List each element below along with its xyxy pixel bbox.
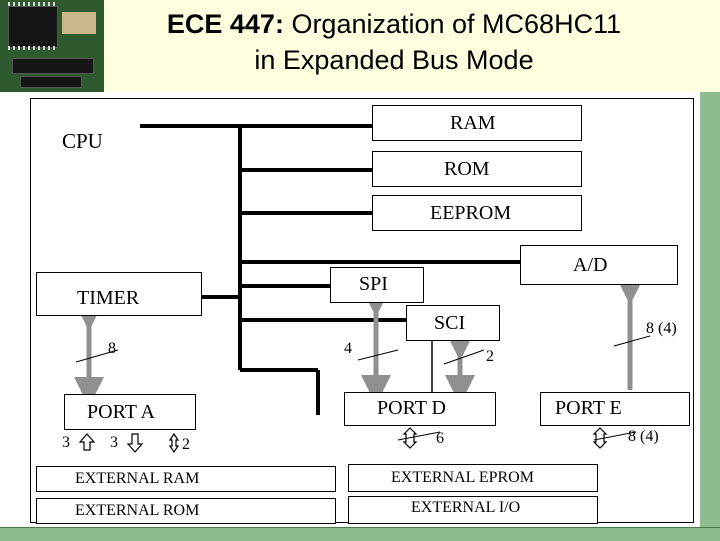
bus-width-tick <box>397 431 441 441</box>
bus-width-tick <box>357 349 399 361</box>
external-rom-label: EXTERNAL ROM <box>75 502 200 519</box>
port-a-output-width: 3 <box>110 434 118 451</box>
bus-width-tick <box>75 349 119 363</box>
title-line2: in Expanded Bus Mode <box>254 45 534 75</box>
port-d-block: PORT D <box>344 392 496 426</box>
bus-width-tick <box>613 335 651 347</box>
rom-block: ROM <box>372 151 582 187</box>
port-a-output-arrow <box>126 433 144 453</box>
eeprom-label: EEPROM <box>430 202 512 224</box>
bottom-bar <box>0 527 720 541</box>
ad-width-label: 8 (4) <box>646 320 677 337</box>
sci-block: SCI <box>406 305 500 341</box>
chip-image <box>62 12 96 34</box>
timer-label: TIMER <box>77 287 140 309</box>
spi-label: SPI <box>359 273 388 295</box>
ad-label: A/D <box>573 254 608 276</box>
port-d-label: PORT D <box>377 397 447 419</box>
port-d-bidir-arrow <box>402 427 418 449</box>
port-a-block: PORT A <box>64 394 196 430</box>
chip-image <box>20 76 82 88</box>
side-bar <box>700 92 720 540</box>
cpu-label: CPU <box>62 129 103 153</box>
rom-label: ROM <box>444 158 490 180</box>
timer-width-label: 8 <box>108 340 116 357</box>
external-io-label: EXTERNAL I/O <box>411 499 521 516</box>
slide-title: ECE 447: Organization of MC68HC11 in Exp… <box>104 6 684 78</box>
port-d-width-label: 6 <box>436 430 444 447</box>
ad-block: A/D <box>520 245 678 285</box>
chip-image <box>12 58 94 74</box>
ram-label: RAM <box>450 112 496 134</box>
external-ram-label: EXTERNAL RAM <box>75 470 200 487</box>
title-line1: Organization of MC68HC11 <box>283 9 622 39</box>
board-photo <box>0 0 104 92</box>
external-ram-block: EXTERNAL RAM <box>36 466 336 492</box>
port-e-input-arrow <box>592 427 608 449</box>
title-course-code: ECE 447: <box>166 9 284 39</box>
slide-header: ECE 447: Organization of MC68HC11 in Exp… <box>0 0 720 92</box>
port-a-input-arrow <box>78 433 96 451</box>
external-io-block: EXTERNAL I/O <box>348 496 598 524</box>
chip-pins <box>8 46 56 50</box>
sci-width-label: 2 <box>486 348 494 365</box>
ram-block: RAM <box>372 105 582 141</box>
sci-label: SCI <box>434 312 466 334</box>
external-rom-block: EXTERNAL ROM <box>36 498 336 524</box>
port-a-bidir-width: 2 <box>182 436 190 453</box>
port-a-label: PORT A <box>87 401 155 423</box>
eeprom-block: EEPROM <box>372 195 582 231</box>
port-a-bidir-arrow <box>168 432 180 454</box>
bus-width-tick <box>443 349 485 365</box>
port-a-input-width: 3 <box>62 434 70 451</box>
external-eprom-block: EXTERNAL EPROM <box>348 464 598 492</box>
port-e-width-label: 8 (4) <box>628 428 659 445</box>
port-e-block: PORT E <box>540 392 690 426</box>
external-eprom-label: EXTERNAL EPROM <box>391 469 534 486</box>
spi-block: SPI <box>330 267 424 303</box>
chip-pins <box>8 2 56 6</box>
timer-block: TIMER <box>36 272 202 316</box>
bus-width-tick <box>593 431 637 441</box>
spi-width-label: 4 <box>344 340 352 357</box>
port-e-label: PORT E <box>555 397 622 419</box>
